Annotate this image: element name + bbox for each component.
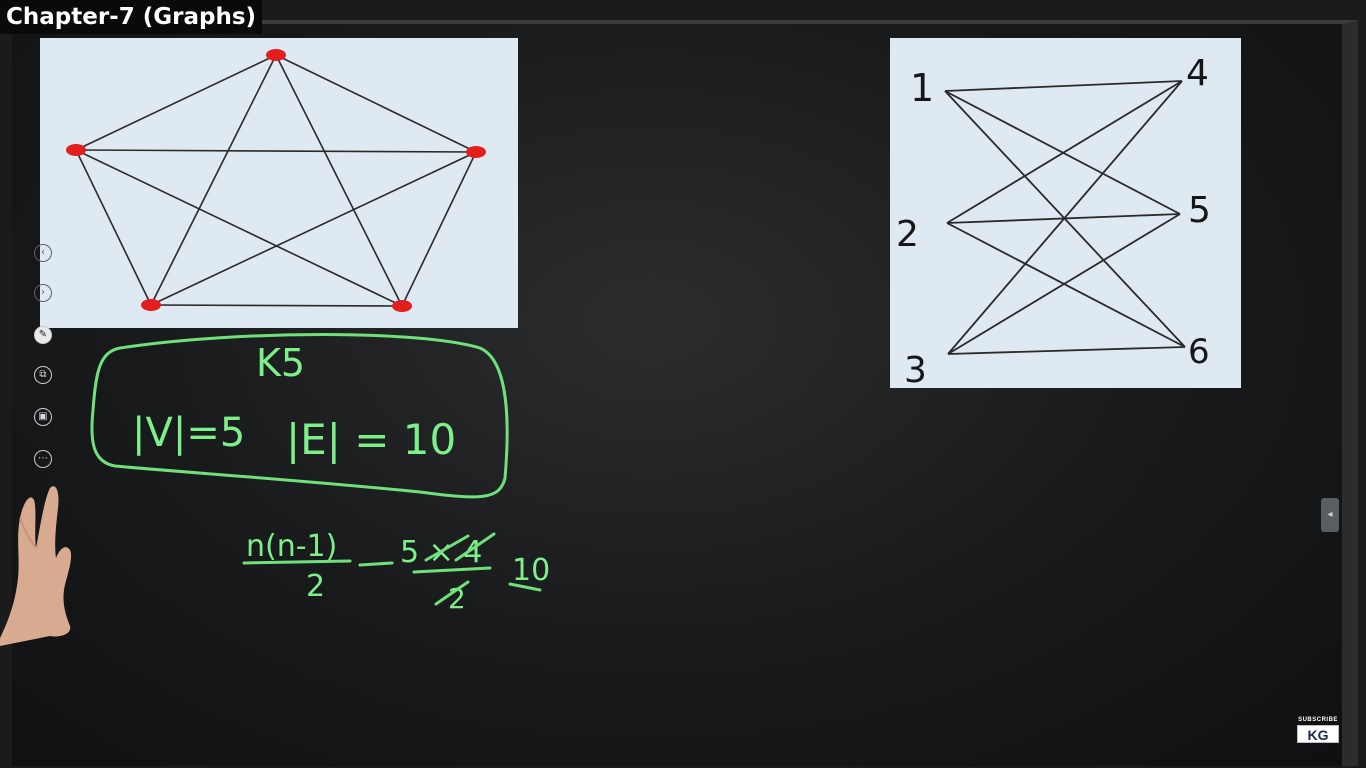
- formula-fraction-bar: [242, 559, 352, 565]
- k5-vertex: [66, 144, 86, 156]
- k5-edge: [150, 304, 403, 307]
- vertex-label-1: 1: [910, 66, 934, 110]
- screenshot-icon[interactable]: ⧉: [34, 366, 52, 384]
- k5-edge: [401, 151, 477, 307]
- bipartite-edges: [944, 80, 1186, 355]
- k5-box-outline: [90, 333, 509, 499]
- k5-vertex: [392, 300, 412, 312]
- k5-edge: [75, 149, 403, 307]
- formula-denominator: 2: [306, 569, 325, 604]
- more-icon[interactable]: ⋯: [34, 450, 52, 468]
- video-title: Chapter-7 (Graphs): [0, 0, 263, 34]
- whiteboard-toolbar: ‹ › ✎ ⧉ ▣ ⋯: [34, 240, 56, 480]
- equals-sign: [358, 561, 394, 567]
- result-underline: [508, 582, 542, 592]
- k5-edge: [75, 149, 152, 306]
- cancel-strokes: [424, 532, 496, 606]
- pen-icon[interactable]: ✎: [34, 326, 52, 344]
- k5-edge: [275, 54, 477, 153]
- k5-graph-svg: [66, 49, 486, 312]
- result-value: 10: [512, 553, 550, 588]
- brand-mark: KG: [1297, 725, 1339, 743]
- back-icon[interactable]: ‹: [34, 244, 52, 262]
- k5-vertices: [66, 49, 486, 312]
- k5-vertex: [266, 49, 286, 61]
- k5-edge: [275, 54, 403, 307]
- vertex-label-4: 4: [1186, 53, 1209, 94]
- graph-name-label: K5: [256, 341, 305, 385]
- k5-vertex: [466, 146, 486, 158]
- bipartite-edge: [947, 213, 1181, 355]
- bipartite-edge: [947, 346, 1186, 355]
- bipartite-edge: [946, 222, 1186, 348]
- forward-icon[interactable]: ›: [34, 284, 52, 302]
- k5-edge: [75, 149, 477, 153]
- vertex-count-eq: |V|=5: [132, 410, 245, 456]
- bipartite-edge: [946, 80, 1183, 224]
- bipartite-edge: [947, 80, 1183, 355]
- whiteboard-icon[interactable]: ▣: [34, 408, 52, 426]
- substitution-denominator: 2: [448, 582, 466, 615]
- vertex-label-2: 2: [896, 214, 919, 255]
- bipartite-graph-figure: 1 2 3 4 5 6: [890, 38, 1241, 391]
- subscribe-label: SUBSCRIBE: [1298, 717, 1338, 723]
- channel-logo[interactable]: SUBSCRIBE KG: [1294, 716, 1342, 746]
- side-collapse-tab[interactable]: ◂: [1321, 498, 1339, 532]
- k5-edges: [75, 54, 477, 307]
- k5-edge: [150, 151, 477, 306]
- vertex-label-3: 3: [904, 350, 927, 391]
- presenter-hand: [0, 486, 72, 646]
- vertex-label-5: 5: [1188, 190, 1211, 231]
- k5-edge: [150, 54, 277, 306]
- k5-edge: [75, 54, 277, 151]
- vertex-label-6: 6: [1188, 332, 1210, 372]
- k5-vertex: [141, 299, 161, 311]
- edge-count-eq: |E| = 10: [286, 415, 456, 464]
- bipartite-graph-svg: 1 2 3 4 5 6: [896, 53, 1211, 391]
- substitution-fraction-bar: [412, 566, 492, 574]
- bipartite-edge: [944, 80, 1183, 92]
- k5-graph-figure: [40, 38, 518, 328]
- formula-numerator: n(n-1): [246, 529, 337, 564]
